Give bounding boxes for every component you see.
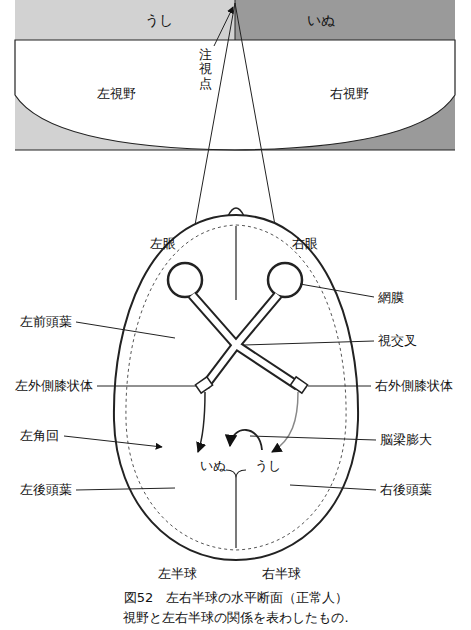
- right-eye: [268, 263, 302, 297]
- part-label: 左後頭葉: [20, 482, 72, 498]
- right-visual-field: いぬ右視野: [235, 0, 455, 150]
- part-label: 右外側膝状体: [375, 378, 453, 394]
- part-label: いぬ: [200, 458, 226, 474]
- field-word: うし: [145, 12, 173, 29]
- optic-tract: [192, 295, 298, 386]
- part-label: 注視点: [199, 48, 212, 91]
- part-label: 左外側膝状体: [15, 378, 93, 394]
- radiation: [198, 392, 205, 452]
- part-label: 左半球: [158, 566, 197, 582]
- fissure: [235, 226, 236, 300]
- figure-caption: 図52 左右半球の水平断面（正常人） 視野と左右半球の関係を表わしたもの.: [101, 588, 371, 627]
- field-label: 右視野: [330, 86, 369, 102]
- part-label: うし: [255, 458, 281, 474]
- left-eye: [168, 263, 202, 297]
- part-label: 左角回: [20, 428, 59, 444]
- part-label: 脳梁膨大: [380, 432, 432, 448]
- brain-outline: [126, 225, 346, 550]
- part-label: 視交叉: [378, 333, 417, 349]
- part-label: 左前頭葉: [20, 314, 72, 330]
- left-lgn: [195, 377, 212, 393]
- part-label: 右眼: [292, 236, 318, 252]
- part-label: 右半球: [262, 566, 301, 582]
- head-outline: [114, 215, 358, 560]
- radiation: [272, 392, 298, 452]
- optic-tract: [205, 295, 278, 386]
- callosal-arrow: [230, 430, 262, 450]
- part-label: 右後頭葉: [380, 482, 432, 498]
- leader-lines: [64, 284, 376, 490]
- field-border: [15, 150, 455, 151]
- part-label: 網膜: [378, 290, 404, 306]
- field-label: 左視野: [97, 86, 136, 102]
- field-word: いぬ: [307, 12, 335, 29]
- optic-tract: [192, 295, 298, 386]
- fissure: [226, 470, 246, 548]
- part-label: 左眼: [150, 236, 176, 252]
- right-lgn: [290, 377, 307, 393]
- optic-tract: [205, 295, 278, 386]
- field-dome: [15, 40, 455, 150]
- fixation-arrow: [214, 7, 233, 46]
